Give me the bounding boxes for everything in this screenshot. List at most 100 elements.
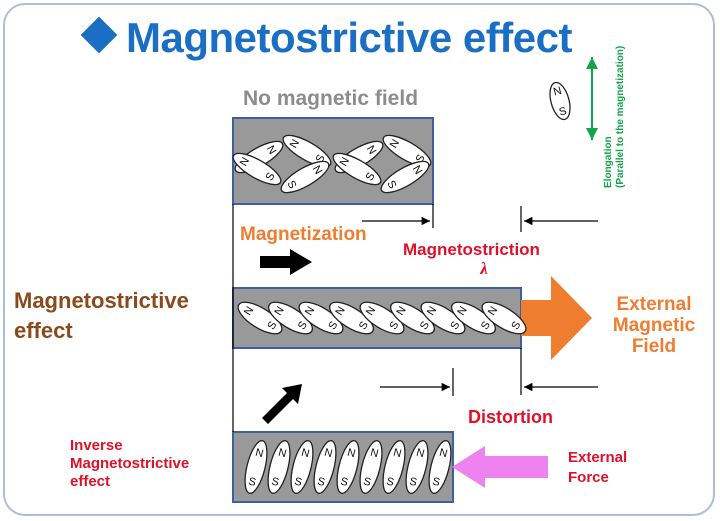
- magnet-ellipse: [359, 440, 383, 494]
- north-pole-label: N: [438, 447, 449, 461]
- domain-magnet: NS: [280, 160, 330, 194]
- page-title: Magnetostrictive effect: [80, 14, 572, 62]
- aligned-magnet: NS: [359, 301, 405, 335]
- south-pole-label: S: [293, 476, 303, 489]
- magnet-ellipse: [359, 301, 405, 335]
- south-pole-label: S: [408, 476, 418, 489]
- inverse-line2: Magnetostrictive: [70, 455, 190, 472]
- external-field-line3: Field: [631, 336, 677, 357]
- compressed-magnet: NS: [382, 440, 406, 494]
- aligned-magnet: NS: [237, 301, 283, 335]
- magnet-ellipse: [232, 152, 282, 186]
- magnet-ellipse: [549, 81, 571, 121]
- magnet-ellipse: [405, 440, 429, 494]
- magnetization-label: Magnetization: [240, 224, 367, 245]
- south-pole-label: S: [558, 105, 568, 118]
- magnet-ellipse: [380, 160, 430, 194]
- aligned-magnet: NS: [450, 301, 497, 335]
- external-field-label: External Magnetic Field: [606, 294, 702, 357]
- magnet-ellipse: [313, 440, 337, 494]
- north-pole-label: N: [300, 447, 311, 461]
- domain-magnet: NS: [332, 152, 382, 186]
- effect-label-line1: Magnetostrictive: [14, 288, 189, 313]
- compressed-magnet: NS: [267, 440, 291, 494]
- external-force-line1: External: [568, 449, 628, 466]
- no-field-label: No magnetic field: [243, 87, 419, 110]
- magnet-ellipse: [332, 152, 382, 186]
- compressed-magnet: NS: [405, 440, 429, 494]
- magnetization-arrow-icon: [260, 249, 312, 275]
- north-pole-label: N: [346, 447, 357, 461]
- aligned-magnet: NS: [420, 301, 466, 335]
- aligned-magnet: NS: [389, 301, 436, 335]
- external-field-arrow-icon: [521, 276, 592, 360]
- south-pole-label: S: [316, 476, 326, 489]
- aligned-magnet: NS: [328, 301, 375, 335]
- aligned-magnet: NS: [481, 301, 527, 335]
- magnet-ellipse: [237, 301, 283, 335]
- magnet-ellipse: [428, 440, 452, 494]
- south-pole-label: S: [362, 476, 372, 489]
- compressed-magnet: NS: [244, 440, 268, 494]
- magnet-ellipse: [267, 301, 314, 335]
- north-pole-label: N: [323, 447, 334, 461]
- compressed-magnet: NS: [359, 440, 383, 494]
- external-field-line1: External: [616, 294, 692, 315]
- magnet-ellipse: [244, 440, 268, 494]
- magnet-ellipse: [280, 160, 330, 194]
- magnet-ellipse: [336, 440, 360, 494]
- compressed-magnet: NS: [290, 440, 314, 494]
- magnet-ellipse: [328, 301, 375, 335]
- effect-label: Magnetostrictive effect: [14, 286, 189, 346]
- south-pole-label: S: [385, 476, 395, 489]
- external-force-label: External Force: [568, 448, 627, 488]
- magnetostriction-label: Magnetostriction: [403, 240, 540, 259]
- south-pole-label: S: [339, 476, 349, 489]
- magnet-ellipse: [481, 301, 527, 335]
- magnet-ellipse: [382, 134, 432, 168]
- external-force-line2: Force: [568, 469, 609, 486]
- effect-label-line2: effect: [14, 318, 73, 343]
- magnet-ellipse: [382, 440, 406, 494]
- south-pole-label: S: [270, 476, 280, 489]
- magnet-ellipse: [450, 301, 497, 335]
- magnet-ellipse: [282, 134, 332, 168]
- south-pole-label: S: [247, 476, 257, 489]
- north-pole-label: N: [392, 447, 403, 461]
- magnet-ellipse: [420, 301, 466, 335]
- external-force-arrow-icon: [452, 446, 548, 488]
- north-pole-label: N: [369, 447, 380, 461]
- domain-magnet: NS: [232, 152, 282, 186]
- magnet-ellipse: [389, 301, 436, 335]
- compressed-magnet: NS: [313, 440, 337, 494]
- north-pole-label: N: [552, 85, 563, 99]
- inverse-line1: Inverse: [70, 437, 123, 454]
- magnet-domains: NSNSNSNSNSNSNSNSNSNSNSNSNSNSNSNSNSNSNSNS…: [232, 81, 571, 494]
- legend-magnet: NS: [549, 81, 571, 121]
- distortion-label: Distortion: [468, 407, 553, 427]
- aligned-magnet: NS: [267, 301, 314, 335]
- magnet-ellipse: [298, 301, 344, 335]
- diagonal-arrow-icon: [262, 384, 302, 424]
- magnet-ellipse: [290, 440, 314, 494]
- lambda-symbol: λ: [479, 259, 488, 278]
- elongation-label: Elongation (Parallel to the magnetizatio…: [603, 46, 627, 188]
- compressed-magnet: NS: [428, 440, 452, 494]
- elongation-line2: (Parallel to the magnetization): [615, 45, 626, 188]
- north-pole-label: N: [254, 447, 265, 461]
- magnet-ellipse: [267, 440, 291, 494]
- south-pole-label: S: [431, 476, 441, 489]
- aligned-magnet: NS: [298, 301, 344, 335]
- domain-magnet: NS: [380, 160, 430, 194]
- domain-magnet: NS: [382, 134, 432, 168]
- inverse-line3: effect: [70, 473, 111, 490]
- compressed-magnet: NS: [336, 440, 360, 494]
- page-title-text: Magnetostrictive effect: [126, 14, 572, 61]
- slide-frame: [3, 3, 715, 516]
- inverse-label: Inverse Magnetostrictive effect: [60, 437, 210, 491]
- north-pole-label: N: [415, 447, 426, 461]
- elongation-line1: Elongation: [603, 136, 614, 188]
- north-pole-label: N: [277, 447, 288, 461]
